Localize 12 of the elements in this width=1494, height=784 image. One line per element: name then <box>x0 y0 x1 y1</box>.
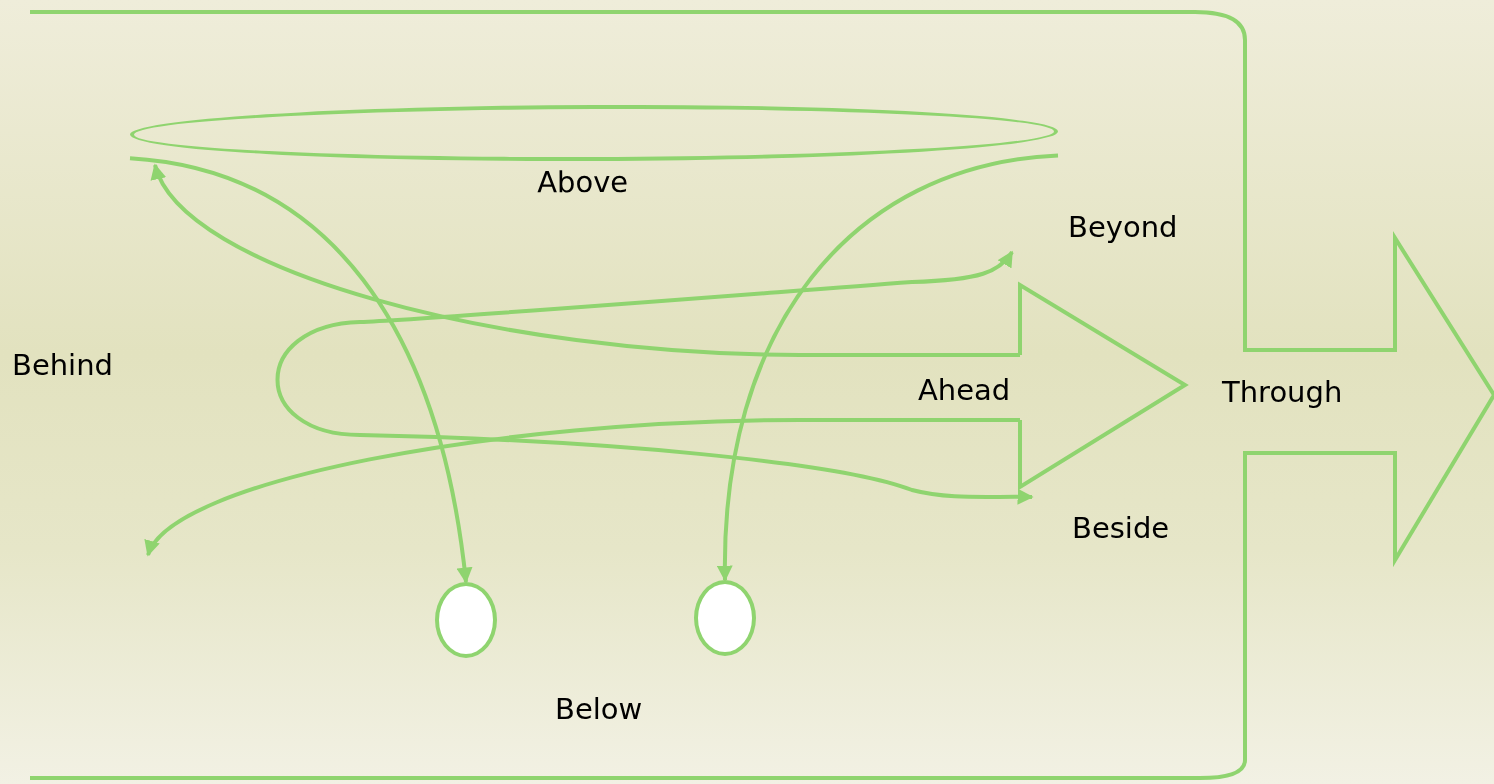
text-label: Beyond <box>1068 210 1178 244</box>
curved-arrow <box>146 418 1020 557</box>
text-label: Beside <box>1072 511 1170 545</box>
shape-label: Through <box>1222 375 1343 409</box>
text-label: Behind <box>12 348 113 382</box>
text-label: Below <box>555 692 643 726</box>
curved-arrow <box>153 163 1020 357</box>
text-label: Above <box>537 164 629 200</box>
shape-label: Ahead <box>918 373 1011 407</box>
curved-arrow <box>129 156 472 584</box>
curved-arrow <box>275 250 1034 505</box>
curved-arrow <box>717 153 1059 582</box>
